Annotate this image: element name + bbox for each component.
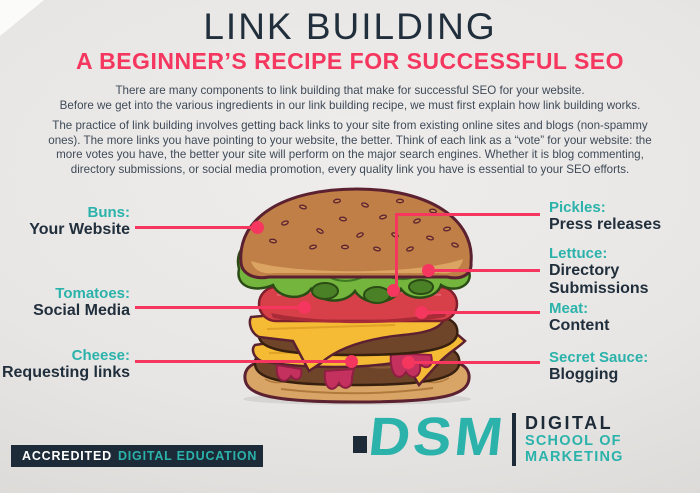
- page-title: LINK BUILDING: [203, 6, 497, 47]
- label-pickles-meaning: Press releases: [549, 216, 662, 233]
- label-tomatoes: Tomatoes: Social Media: [0, 285, 130, 320]
- connector-dot-buns: [251, 221, 264, 234]
- connector-line-pickles-horizontal: [395, 213, 540, 216]
- body-paragraph: The practice of link building involves g…: [48, 119, 652, 177]
- page-subtitle: A BEGINNER’S RECIPE FOR SUCCESSFUL SEO: [75, 48, 625, 74]
- connector-dot-cheese: [345, 355, 358, 368]
- label-secret-sauce-ingredient: Secret Sauce:: [549, 349, 649, 366]
- label-tomatoes-ingredient: Tomatoes:: [55, 285, 130, 302]
- label-cheese-meaning: Requesting links: [1, 364, 130, 381]
- label-secret-sauce: Secret Sauce: Blogging: [549, 349, 667, 384]
- corner-fold: [0, 0, 44, 36]
- connector-line-lettuce: [429, 269, 540, 272]
- label-cheese-ingredient: Cheese:: [71, 347, 130, 364]
- connector-dot-lettuce: [422, 264, 435, 277]
- dsm-logo-line2: SCHOOL OF: [525, 432, 622, 449]
- label-lettuce-meaning: Directory Submissions: [549, 262, 649, 297]
- label-lettuce: Lettuce: Directory Submissions: [549, 245, 667, 298]
- label-meat-ingredient: Meat:: [549, 300, 589, 317]
- connector-line-tomatoes: [135, 306, 305, 309]
- dsm-logo: DSM DIGITAL SCHOOL OF MARKETING: [353, 406, 624, 468]
- label-pickles-ingredient: Pickles:: [549, 199, 606, 216]
- connector-line-cheese: [135, 360, 352, 363]
- accredited-text: ACCREDITED: [22, 449, 112, 463]
- dsm-logo-line1: DIGITAL: [525, 412, 614, 433]
- connector-line-secret-sauce: [409, 361, 540, 364]
- label-lettuce-ingredient: Lettuce:: [549, 245, 608, 262]
- dsm-logo-square: [353, 435, 367, 453]
- dsm-logo-divider: [512, 412, 516, 466]
- dsm-logo-lines: DIGITAL SCHOOL OF MARKETING: [525, 412, 624, 465]
- label-meat: Meat: Content: [549, 300, 667, 335]
- burger-illustration: [236, 187, 473, 405]
- dsm-logo-line3: MARKETING: [525, 448, 624, 465]
- connector-line-pickles-vertical: [395, 213, 398, 291]
- connector-dot-meat: [415, 306, 428, 319]
- digital-education-text: DIGITAL EDUCATION: [117, 449, 258, 463]
- label-buns-ingredient: Buns:: [87, 204, 131, 221]
- label-buns: Buns: Your Website: [0, 204, 130, 239]
- connector-line-buns: [135, 226, 258, 229]
- label-secret-sauce-meaning: Blogging: [549, 366, 619, 383]
- connector-dot-secret-sauce: [402, 356, 415, 369]
- label-buns-meaning: Your Website: [29, 221, 130, 238]
- dsm-logo-text: DSM: [365, 407, 509, 467]
- connector-dot-tomatoes: [298, 301, 311, 314]
- label-meat-meaning: Content: [549, 317, 610, 334]
- intro-paragraph: There are many components to link buildi…: [59, 84, 641, 112]
- label-pickles: Pickles: Press releases: [549, 199, 667, 234]
- label-cheese: Cheese: Requesting links: [0, 347, 130, 382]
- accreditation-bar: ACCREDITED DIGITAL EDUCATION: [11, 445, 263, 467]
- label-tomatoes-meaning: Social Media: [33, 302, 130, 319]
- connector-line-meat: [422, 311, 540, 314]
- connector-dot-pickles: [387, 284, 400, 297]
